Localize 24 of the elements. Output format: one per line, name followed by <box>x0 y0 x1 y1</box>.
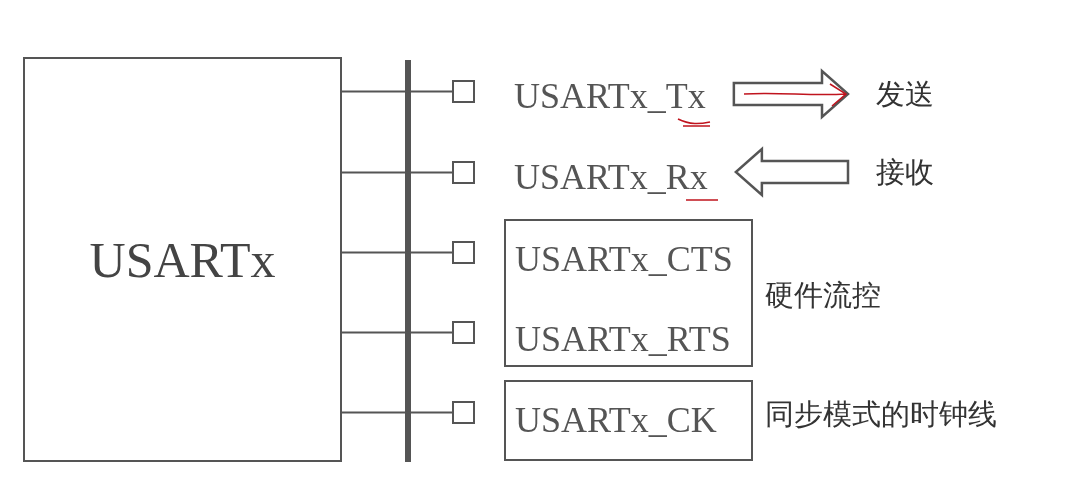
direction-label: 接收 <box>876 154 934 190</box>
signal-label: USARTx_RTS <box>515 319 731 359</box>
signal-label: USARTx_CTS <box>515 239 733 279</box>
pin-square <box>452 401 475 424</box>
signal-label: USARTx_CK <box>515 400 717 440</box>
signal-label: USARTx_Tx <box>514 76 706 116</box>
signal-label: USARTx_Rx <box>514 157 708 197</box>
pin-square <box>452 80 475 103</box>
signal-line <box>341 251 453 254</box>
pin-square <box>452 161 475 184</box>
signal-line <box>341 411 453 414</box>
pin-square <box>452 241 475 264</box>
signal-group-box <box>504 380 753 461</box>
annotation-text: 同步模式的时钟线 <box>765 396 997 432</box>
hollow-arrow <box>734 146 850 198</box>
annotation-text: 硬件流控 <box>765 277 881 313</box>
signal-line <box>341 171 453 174</box>
signal-group-box <box>504 219 753 367</box>
direction-label: 发送 <box>876 76 934 112</box>
module-box: USARTx <box>23 57 342 462</box>
pin-square <box>452 321 475 344</box>
signal-line <box>341 90 453 93</box>
signal-line <box>341 331 453 334</box>
hollow-arrow <box>732 68 850 120</box>
